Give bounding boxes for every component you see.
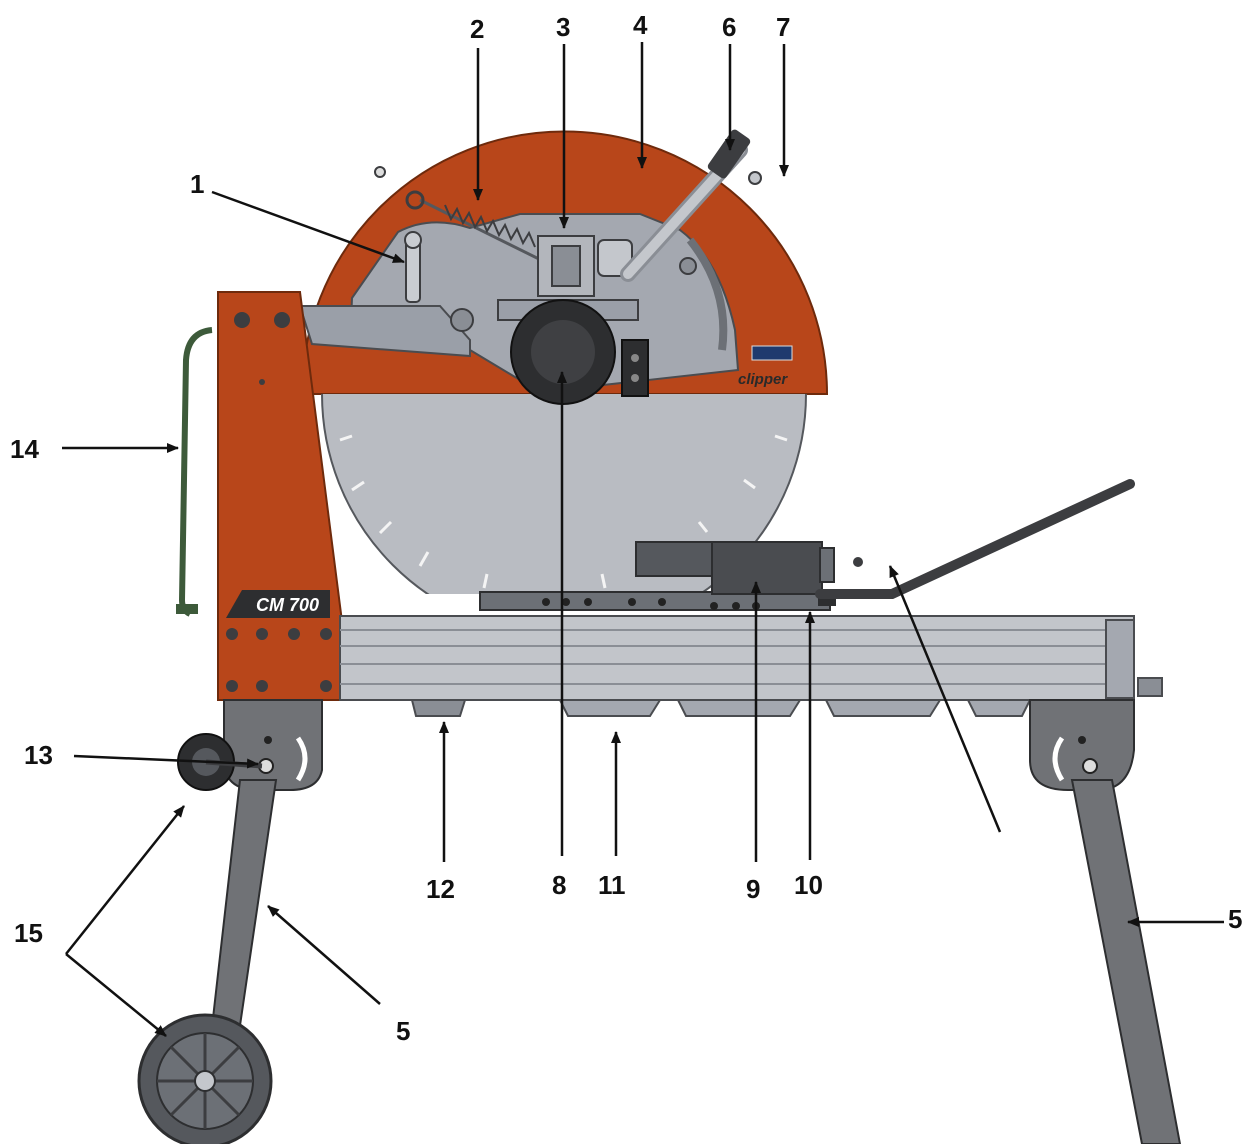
callout-7: 7 (776, 12, 790, 42)
arrow-5a (267, 905, 381, 1005)
push-handle (815, 479, 1135, 599)
large-wheel (137, 1013, 273, 1144)
brand-logo: clipper (738, 371, 788, 388)
callout-13: 13 (24, 740, 53, 770)
tension-spring (374, 166, 546, 264)
arrow-handle (888, 565, 1002, 833)
water-valve (620, 129, 762, 282)
callout-6: 6 (722, 12, 736, 42)
callout-1: 1 (190, 169, 204, 199)
model-plate: CM 700 (256, 595, 319, 615)
arrow-15a (65, 805, 185, 955)
water-tray (410, 699, 1032, 717)
arrow-13 (73, 754, 259, 769)
callout-8: 8 (552, 870, 566, 900)
callout-2: 2 (470, 14, 484, 44)
callout-labels: 1 2 3 4 5 5 6 7 8 9 10 11 12 13 14 15 (10, 10, 1242, 1046)
right-leg (1029, 699, 1182, 1144)
callout-10: 10 (794, 870, 823, 900)
motor (497, 299, 649, 405)
arrow-15b (65, 953, 167, 1037)
callout-11: 11 (598, 870, 626, 900)
rail-table (339, 615, 1163, 701)
cutting-trolley (479, 541, 863, 611)
locking-pin (404, 231, 422, 303)
callout-5b: 5 (1228, 904, 1242, 934)
callout-3: 3 (556, 12, 570, 42)
arrow-1 (211, 190, 405, 264)
callout-4: 4 (633, 10, 648, 40)
callout-12: 12 (426, 874, 455, 904)
callout-arrows (62, 42, 1224, 1037)
callout-14: 14 (10, 434, 39, 464)
blade-segments (339, 434, 788, 589)
water-hose (176, 327, 213, 617)
brand-badge: clipper (738, 345, 793, 388)
callout-9: 9 (746, 874, 760, 904)
side-frame: CM 700 (217, 291, 354, 701)
callout-15: 15 (14, 918, 43, 948)
callout-5a: 5 (396, 1016, 410, 1046)
